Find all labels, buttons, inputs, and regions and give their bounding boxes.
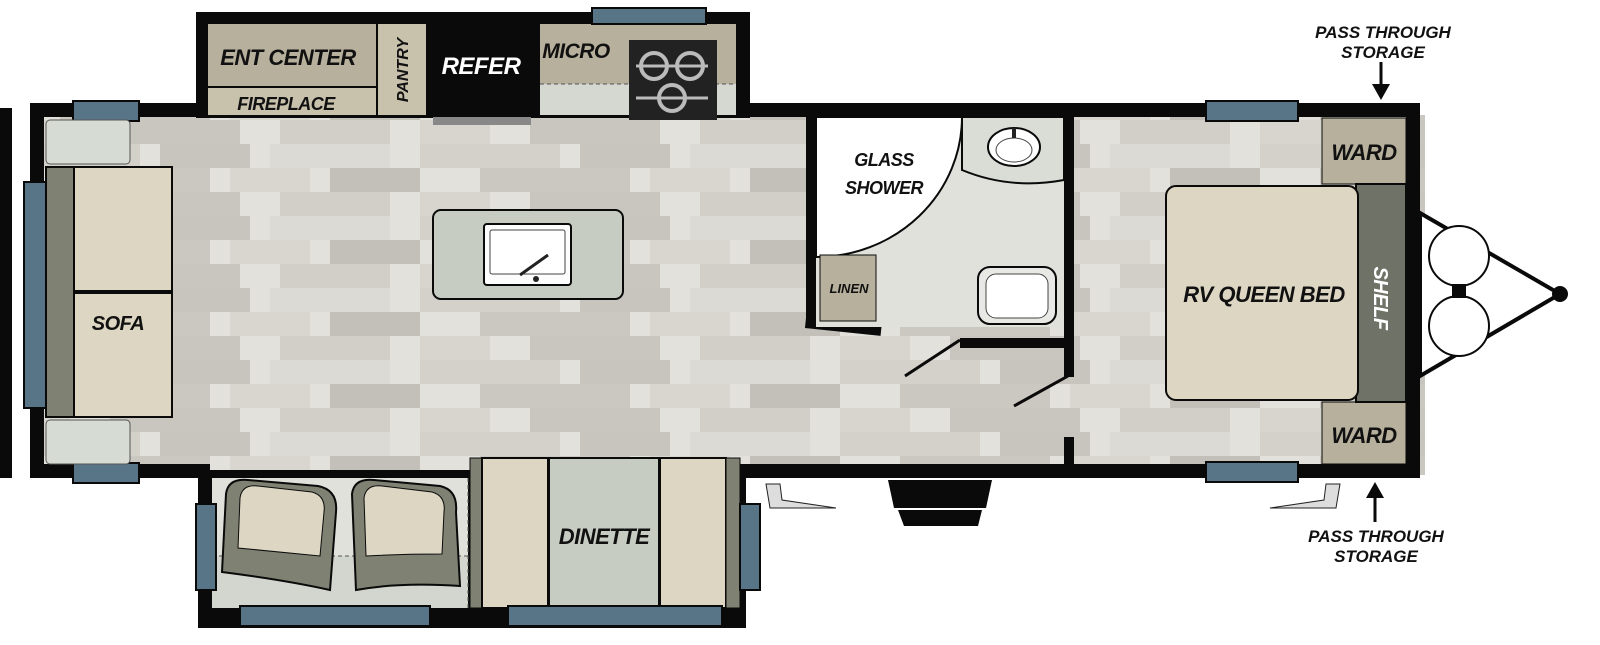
dinette-slideout bbox=[195, 457, 761, 628]
toilet-icon bbox=[977, 266, 1057, 325]
label-pass-through-bottom-2: STORAGE bbox=[1334, 547, 1418, 566]
window-slideout-bottom-left bbox=[239, 605, 431, 627]
window-top-kitchen bbox=[591, 7, 707, 25]
kitchen-slideout bbox=[196, 7, 750, 125]
label-micro: MICRO bbox=[542, 40, 610, 63]
label-glass-shower-1: GLASS bbox=[854, 150, 914, 170]
pantry-cabinet bbox=[378, 24, 426, 115]
sofa bbox=[45, 119, 173, 465]
hitch bbox=[1418, 209, 1568, 380]
window-top-left bbox=[72, 100, 140, 122]
label-ent-center: ENT CENTER bbox=[220, 45, 356, 70]
label-refer: REFER bbox=[442, 53, 522, 80]
wardrobe-bottom bbox=[1321, 401, 1407, 465]
recliner-right bbox=[350, 478, 462, 592]
label-linen: LINEN bbox=[830, 281, 870, 296]
window-bottom-left bbox=[72, 462, 140, 484]
label-pass-through-bottom-1: PASS THROUGH bbox=[1308, 527, 1444, 546]
label-pass-through-top-2: STORAGE bbox=[1341, 43, 1425, 62]
recliner-left bbox=[220, 478, 338, 592]
label-sofa: SOFA bbox=[92, 313, 144, 335]
ent-center-cabinet bbox=[208, 24, 376, 86]
dinette-bench-left bbox=[481, 457, 549, 609]
shelf bbox=[1355, 183, 1407, 403]
label-ward-top: WARD bbox=[1331, 140, 1397, 165]
window-slideout-right bbox=[739, 503, 761, 591]
pass-through-arrow-bottom bbox=[1366, 482, 1384, 522]
kitchen-island bbox=[432, 209, 624, 300]
label-glass-shower-2: SHOWER bbox=[845, 178, 924, 198]
label-shelf: SHELF bbox=[1369, 266, 1391, 330]
linen-cabinet bbox=[819, 254, 877, 322]
bedroom bbox=[1165, 117, 1407, 465]
refrigerator bbox=[430, 20, 536, 118]
label-ward-bottom: WARD bbox=[1331, 423, 1397, 448]
bathroom bbox=[815, 116, 1069, 408]
wardrobe-top bbox=[1321, 117, 1407, 185]
label-pantry: PANTRY bbox=[395, 37, 412, 103]
propane-tank-top bbox=[1428, 225, 1490, 287]
window-bottom-bedroom bbox=[1205, 461, 1299, 483]
entry-steps bbox=[765, 480, 1341, 526]
label-dinette: DINETTE bbox=[559, 524, 651, 549]
sink-icon bbox=[483, 223, 572, 286]
stove-icon bbox=[629, 40, 717, 120]
label-fireplace: FIREPLACE bbox=[237, 94, 336, 114]
propane-tank-bottom bbox=[1428, 295, 1490, 357]
window-slideout-bottom-right bbox=[507, 605, 723, 627]
label-rv-queen-bed: RV QUEEN BED bbox=[1183, 282, 1345, 307]
window-slideout-left bbox=[195, 503, 217, 591]
pass-through-arrow-top bbox=[1372, 62, 1390, 100]
dinette-bench-right bbox=[659, 457, 727, 609]
fireplace-cabinet bbox=[208, 88, 376, 115]
dinette-table bbox=[548, 457, 660, 609]
bathroom-sink-icon bbox=[987, 127, 1041, 167]
window-top-bedroom bbox=[1205, 100, 1299, 122]
label-pass-through-top-1: PASS THROUGH bbox=[1315, 23, 1451, 42]
rv-queen-bed bbox=[1165, 185, 1359, 401]
window-left bbox=[23, 181, 47, 409]
